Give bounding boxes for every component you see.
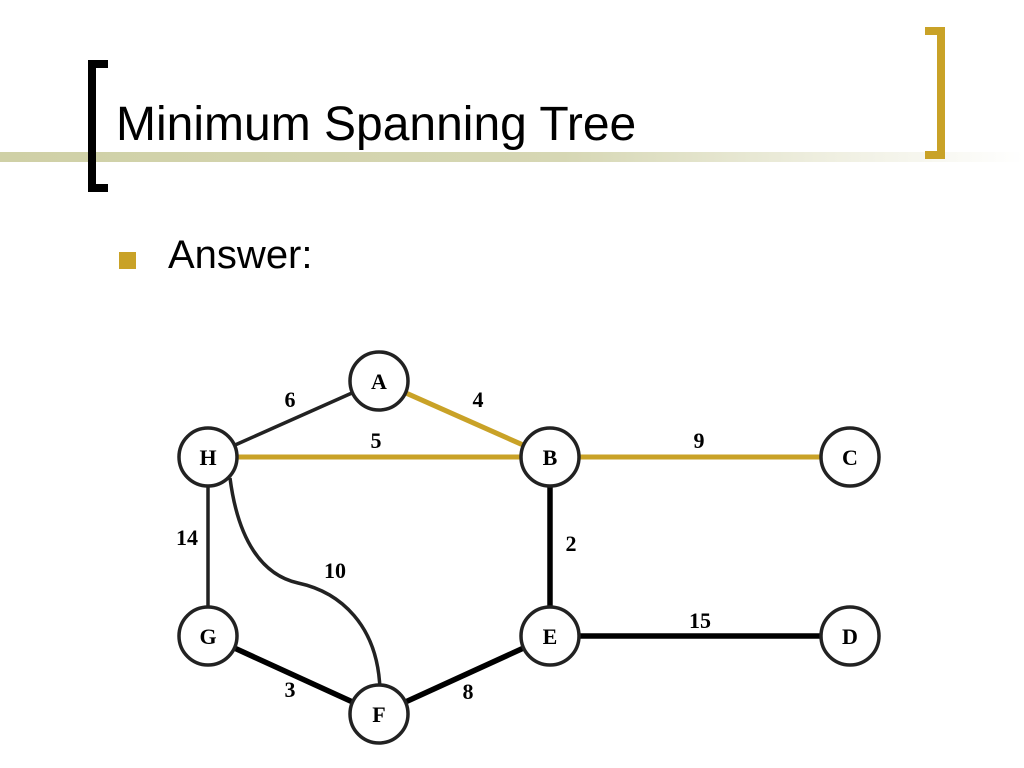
edge-g-f <box>233 645 354 705</box>
node-circle-c <box>819 426 881 488</box>
title-underline-bar <box>0 152 1024 162</box>
edge-weight-f-e: 8 <box>463 679 474 704</box>
node-d: D <box>819 605 881 667</box>
node-label-h: H <box>199 445 216 470</box>
node-label-f: F <box>372 702 385 727</box>
node-h: H <box>177 426 239 488</box>
edge-weight-e-d: 15 <box>689 608 711 633</box>
node-f: F <box>348 683 410 745</box>
edge-weight-b-c: 9 <box>694 428 705 453</box>
node-a: A <box>348 350 410 412</box>
edge-weight-h-b: 5 <box>371 428 382 453</box>
edge-weight-h-a: 6 <box>285 387 296 412</box>
left-bracket-decoration <box>88 60 108 192</box>
node-label-c: C <box>842 445 858 470</box>
edge-weight-g-f: 3 <box>285 677 296 702</box>
node-label-a: A <box>371 369 387 394</box>
node-g: G <box>177 605 239 667</box>
edge-weight-h-f: 10 <box>324 558 346 583</box>
edge-h-f <box>228 477 382 691</box>
node-c: C <box>819 426 881 488</box>
edge-weight-b-e: 2 <box>566 531 577 556</box>
node-circle-f <box>348 683 410 745</box>
bullet-answer-text: Answer: <box>168 233 313 277</box>
slide-title: Minimum Spanning Tree <box>116 98 637 151</box>
edge-weight-h-g: 14 <box>176 525 198 550</box>
node-circle-e <box>519 605 581 667</box>
edge-weight-a-b: 4 <box>473 387 484 412</box>
node-circle-b <box>519 426 581 488</box>
node-circle-h <box>177 426 239 488</box>
node-label-g: G <box>199 624 216 649</box>
node-circle-d <box>819 605 881 667</box>
edge-f-e <box>404 645 525 705</box>
node-b: B <box>519 426 581 488</box>
node-circle-a <box>348 350 410 412</box>
edge-h-a <box>233 391 354 447</box>
node-e: E <box>519 605 581 667</box>
weight-label-layer: 6 4 5 9 2 14 10 15 3 8 <box>176 387 711 704</box>
bullet-square-icon <box>119 252 136 269</box>
node-label-e: E <box>543 624 558 649</box>
right-bracket-decoration <box>925 27 945 159</box>
node-circle-g <box>177 605 239 667</box>
node-layer: A H B C G E D F <box>177 350 881 745</box>
edge-a-b <box>404 390 525 448</box>
node-label-d: D <box>842 624 858 649</box>
node-label-b: B <box>543 445 558 470</box>
edge-layer <box>206 390 821 705</box>
